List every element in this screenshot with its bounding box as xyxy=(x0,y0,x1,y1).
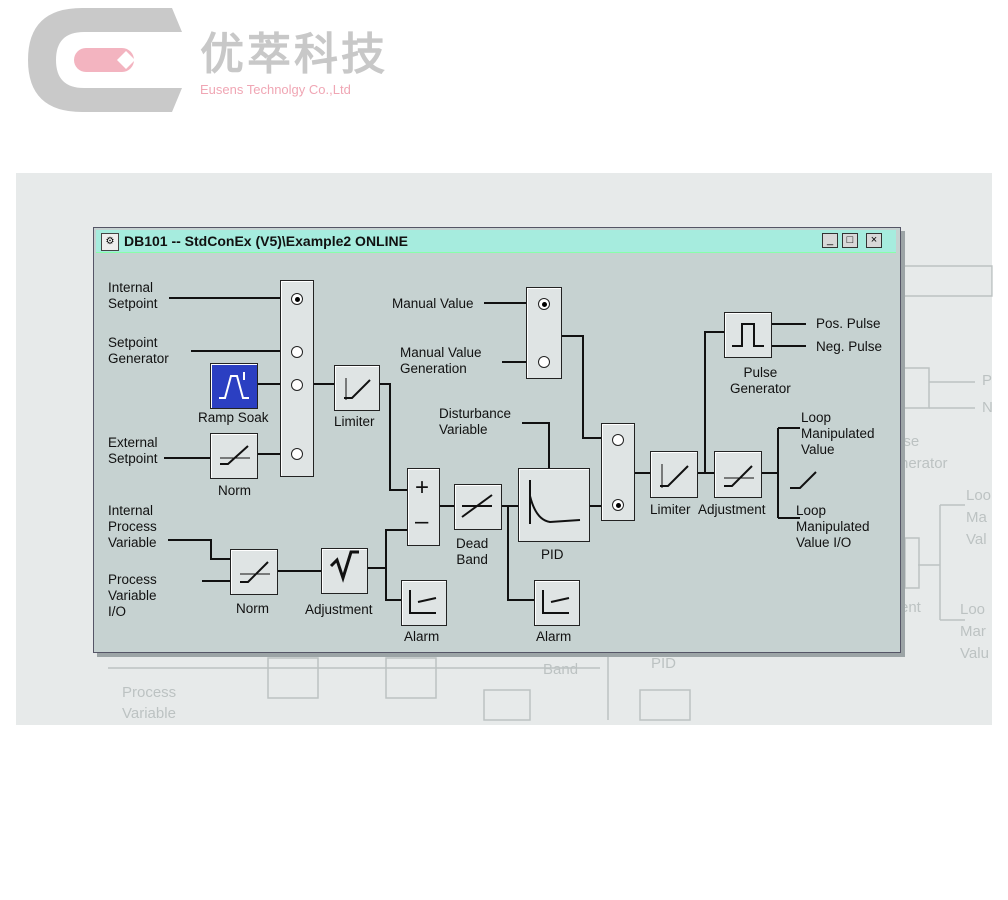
label-adjustment-process: Adjustment xyxy=(305,602,373,617)
output-selector-switch[interactable] xyxy=(601,423,635,521)
label-pos-pulse: Pos. Pulse xyxy=(816,316,881,331)
sum-plus-sign: + xyxy=(415,474,430,501)
pulse-generator-block[interactable] xyxy=(724,312,772,358)
ghost-label: Mar xyxy=(960,623,986,640)
radio-manual-value-generation[interactable] xyxy=(538,356,550,368)
label-alarm-process: Alarm xyxy=(404,629,440,644)
ghost-label: Ma xyxy=(966,509,987,526)
radio-pid-path[interactable] xyxy=(612,499,624,511)
norm-block-process[interactable] xyxy=(230,549,278,595)
limiter-block-setpoint[interactable] xyxy=(334,365,380,411)
label-internal-process-variable: Internal Process Variable xyxy=(108,503,157,550)
company-logo-icon xyxy=(28,8,182,112)
window-title: DB101 -- StdConEx (V5)\Example2 ONLINE xyxy=(124,233,408,249)
label-ramp-soak: Ramp Soak xyxy=(198,410,269,425)
window-titlebar[interactable]: ⚙ DB101 -- StdConEx (V5)\Example2 ONLINE… xyxy=(96,230,896,253)
label-manual-value: Manual Value xyxy=(392,296,474,311)
radio-manual-path[interactable] xyxy=(612,434,624,446)
ghost-label: Variable xyxy=(122,705,176,722)
label-limiter-output: Limiter xyxy=(650,502,691,517)
alarm-block-process[interactable] xyxy=(401,580,447,626)
manual-selector-switch[interactable] xyxy=(526,287,562,379)
ghost-label: lse xyxy=(900,433,919,450)
maximize-button[interactable]: □ xyxy=(842,233,858,248)
radio-internal-setpoint[interactable] xyxy=(291,293,303,305)
label-pid: PID xyxy=(541,547,564,562)
label-norm-setpoint: Norm xyxy=(218,483,251,498)
radio-ramp-soak[interactable] xyxy=(291,379,303,391)
dead-band-block[interactable] xyxy=(454,484,502,530)
sum-minus-sign: – xyxy=(415,508,429,535)
adjustment-block-output[interactable] xyxy=(714,451,762,498)
label-setpoint-generator: Setpoint Generator xyxy=(108,335,169,366)
ghost-label: N xyxy=(982,399,993,416)
label-limiter-setpoint: Limiter xyxy=(334,414,375,429)
radio-manual-value[interactable] xyxy=(538,298,550,310)
label-loop-manipulated-value-io: Loop Manipulated Value I/O xyxy=(796,503,870,550)
label-alarm-error: Alarm xyxy=(536,629,572,644)
label-loop-manipulated-value: Loop Manipulated Value xyxy=(801,410,875,457)
label-manual-value-generation: Manual Value Generation xyxy=(400,345,482,376)
brand-name-cn: 优萃科技 xyxy=(200,29,388,80)
ghost-label: nerator xyxy=(900,455,948,472)
radio-external-setpoint[interactable] xyxy=(291,448,303,460)
label-pulse-generator: Pulse Generator xyxy=(730,365,791,396)
ramp-soak-block[interactable] xyxy=(210,363,258,409)
ghost-label: Process xyxy=(122,684,176,701)
ghost-label: Loo xyxy=(960,601,985,618)
summing-junction[interactable]: + – xyxy=(407,468,440,546)
adjustment-block-sqrt[interactable] xyxy=(321,548,368,594)
ghost-label: P xyxy=(982,372,992,389)
ghost-label: PID xyxy=(651,655,676,672)
pid-block[interactable] xyxy=(518,468,590,542)
norm-block-setpoint[interactable] xyxy=(210,433,258,479)
ghost-label: Band xyxy=(543,661,578,678)
brand-name-en: Eusens Technolgy Co.,Ltd xyxy=(200,82,351,97)
limiter-block-output[interactable] xyxy=(650,451,698,498)
radio-setpoint-generator[interactable] xyxy=(291,346,303,358)
label-disturbance-variable: Disturbance Variable xyxy=(439,406,512,437)
alarm-block-error[interactable] xyxy=(534,580,580,626)
ghost-label: Valu xyxy=(960,645,989,662)
app-icon[interactable]: ⚙ xyxy=(101,233,119,251)
minimize-button[interactable]: _ xyxy=(822,233,838,248)
label-internal-setpoint: Internal Setpoint xyxy=(108,280,158,311)
setpoint-selector-switch[interactable] xyxy=(280,280,314,477)
label-neg-pulse: Neg. Pulse xyxy=(816,339,883,354)
close-button[interactable]: × xyxy=(866,233,882,248)
label-process-variable-io: Process Variable I/O xyxy=(108,572,157,619)
label-external-setpoint: External Setpoint xyxy=(108,435,158,466)
ghost-label: Val xyxy=(966,531,987,548)
ghost-label: Loo xyxy=(966,487,991,504)
label-adjustment-output: Adjustment xyxy=(698,502,766,517)
ramp-soak-icon xyxy=(219,372,249,399)
ghost-label: ent xyxy=(900,599,922,616)
label-norm-process: Norm xyxy=(236,601,269,616)
label-dead-band: Dead Band xyxy=(456,536,489,567)
db101-window: ⚙ DB101 -- StdConEx (V5)\Example2 ONLINE… xyxy=(93,227,901,653)
